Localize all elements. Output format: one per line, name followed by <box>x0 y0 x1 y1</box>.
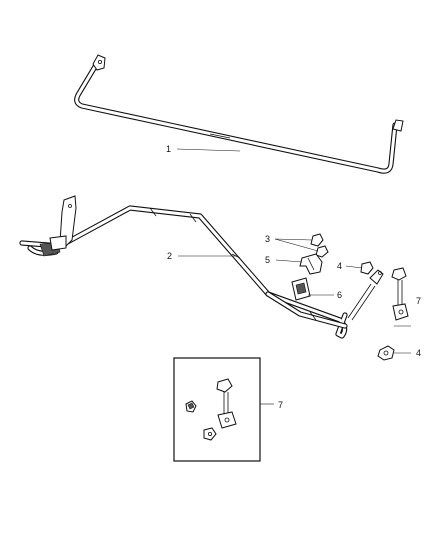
bushing-retainer-part-5 <box>299 253 323 275</box>
stabilizer-link-part-7 <box>391 267 409 321</box>
stabilizer-bar-upper <box>74 54 404 174</box>
callout-4-upper: 4 <box>337 261 342 271</box>
callout-4-lower: 4 <box>416 348 421 358</box>
callout-7-detail: 7 <box>278 400 283 410</box>
detail-box-part-7 <box>173 357 261 462</box>
mounting-bracket-left <box>39 195 77 257</box>
callout-1: 1 <box>166 144 171 154</box>
callout-2: 2 <box>167 251 172 261</box>
callout-7-main: 7 <box>416 296 421 306</box>
nut-part-4-lower <box>377 345 395 361</box>
bushing-part-6 <box>291 277 311 301</box>
callout-3: 3 <box>265 234 270 244</box>
callout-5: 5 <box>265 255 270 265</box>
bar-end-link-right <box>347 269 384 321</box>
stabilizer-bar-lower <box>19 205 348 339</box>
leader-lines <box>176 148 411 405</box>
callout-6: 6 <box>337 290 342 300</box>
nut-part-4-upper <box>360 261 374 275</box>
nut-part-3 <box>310 233 329 258</box>
